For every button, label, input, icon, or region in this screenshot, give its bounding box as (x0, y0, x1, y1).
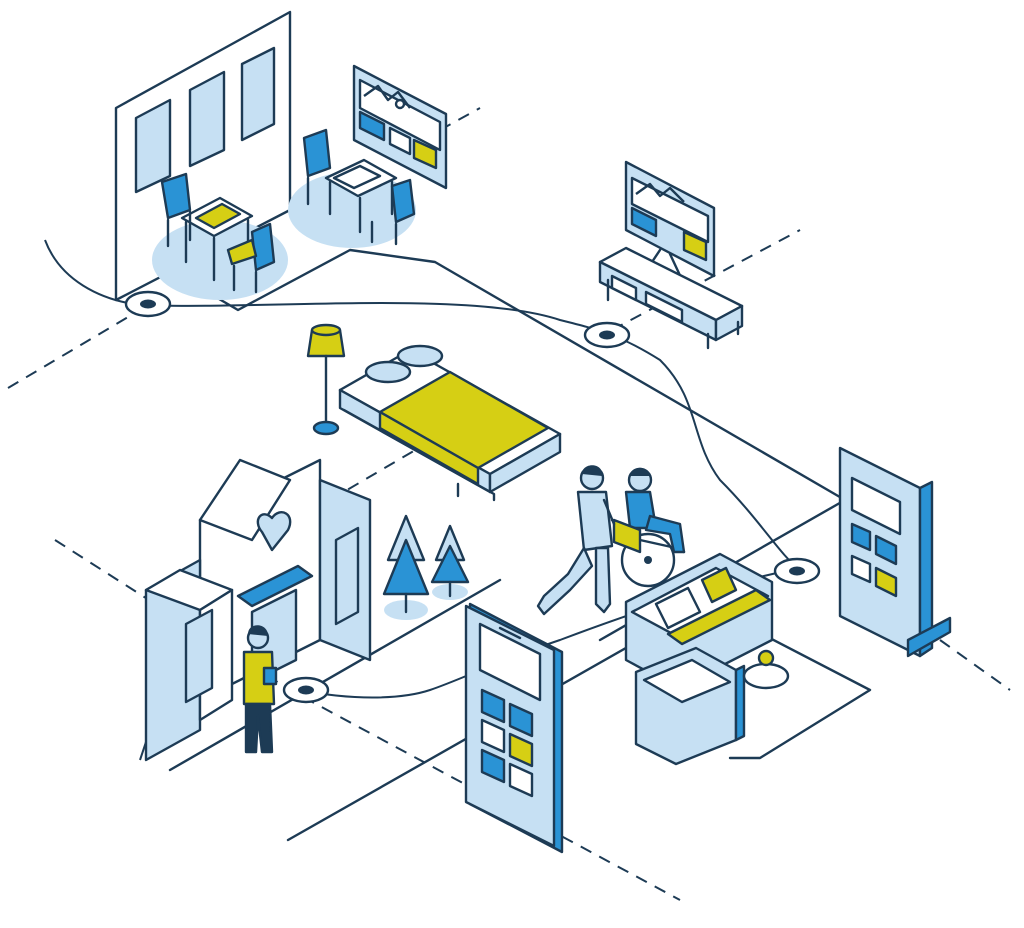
window-curtains (134, 46, 276, 194)
entrance-awning (236, 564, 314, 608)
heart-emblem (256, 511, 292, 552)
pillow (364, 360, 412, 384)
tablet (262, 666, 278, 686)
kiosk-app-panel (838, 446, 952, 658)
chair (302, 128, 332, 178)
rug-right (288, 172, 416, 248)
lounge-sofa (624, 552, 790, 766)
smartphone-app-panel (464, 602, 564, 854)
newspaper (332, 164, 382, 190)
network-node (282, 676, 330, 704)
wheelchair-wheel (620, 532, 676, 588)
network-node (583, 321, 631, 349)
building-window (184, 608, 214, 704)
network-node (773, 557, 821, 585)
side-table (742, 662, 790, 690)
sofa-cushion (700, 566, 738, 604)
network-node (124, 290, 172, 318)
pillow (396, 344, 444, 368)
floor-lamp (306, 323, 346, 436)
chair (390, 178, 416, 224)
sofa-seat (666, 588, 772, 646)
wall-monitor (352, 64, 448, 190)
care-home-building (144, 458, 372, 762)
tv-console (598, 160, 744, 350)
chair (160, 172, 192, 220)
dining-room (114, 10, 416, 302)
caregiver-with-wheelchair (536, 465, 686, 616)
open-book (194, 202, 242, 230)
flower-pot (757, 649, 775, 667)
sofa-cushion (654, 586, 702, 630)
network-nodes (124, 290, 821, 704)
resident-with-tablet (242, 625, 278, 754)
chair (250, 222, 276, 272)
double-bed (338, 344, 562, 502)
pine-trees (382, 514, 470, 620)
building-window (334, 526, 360, 626)
